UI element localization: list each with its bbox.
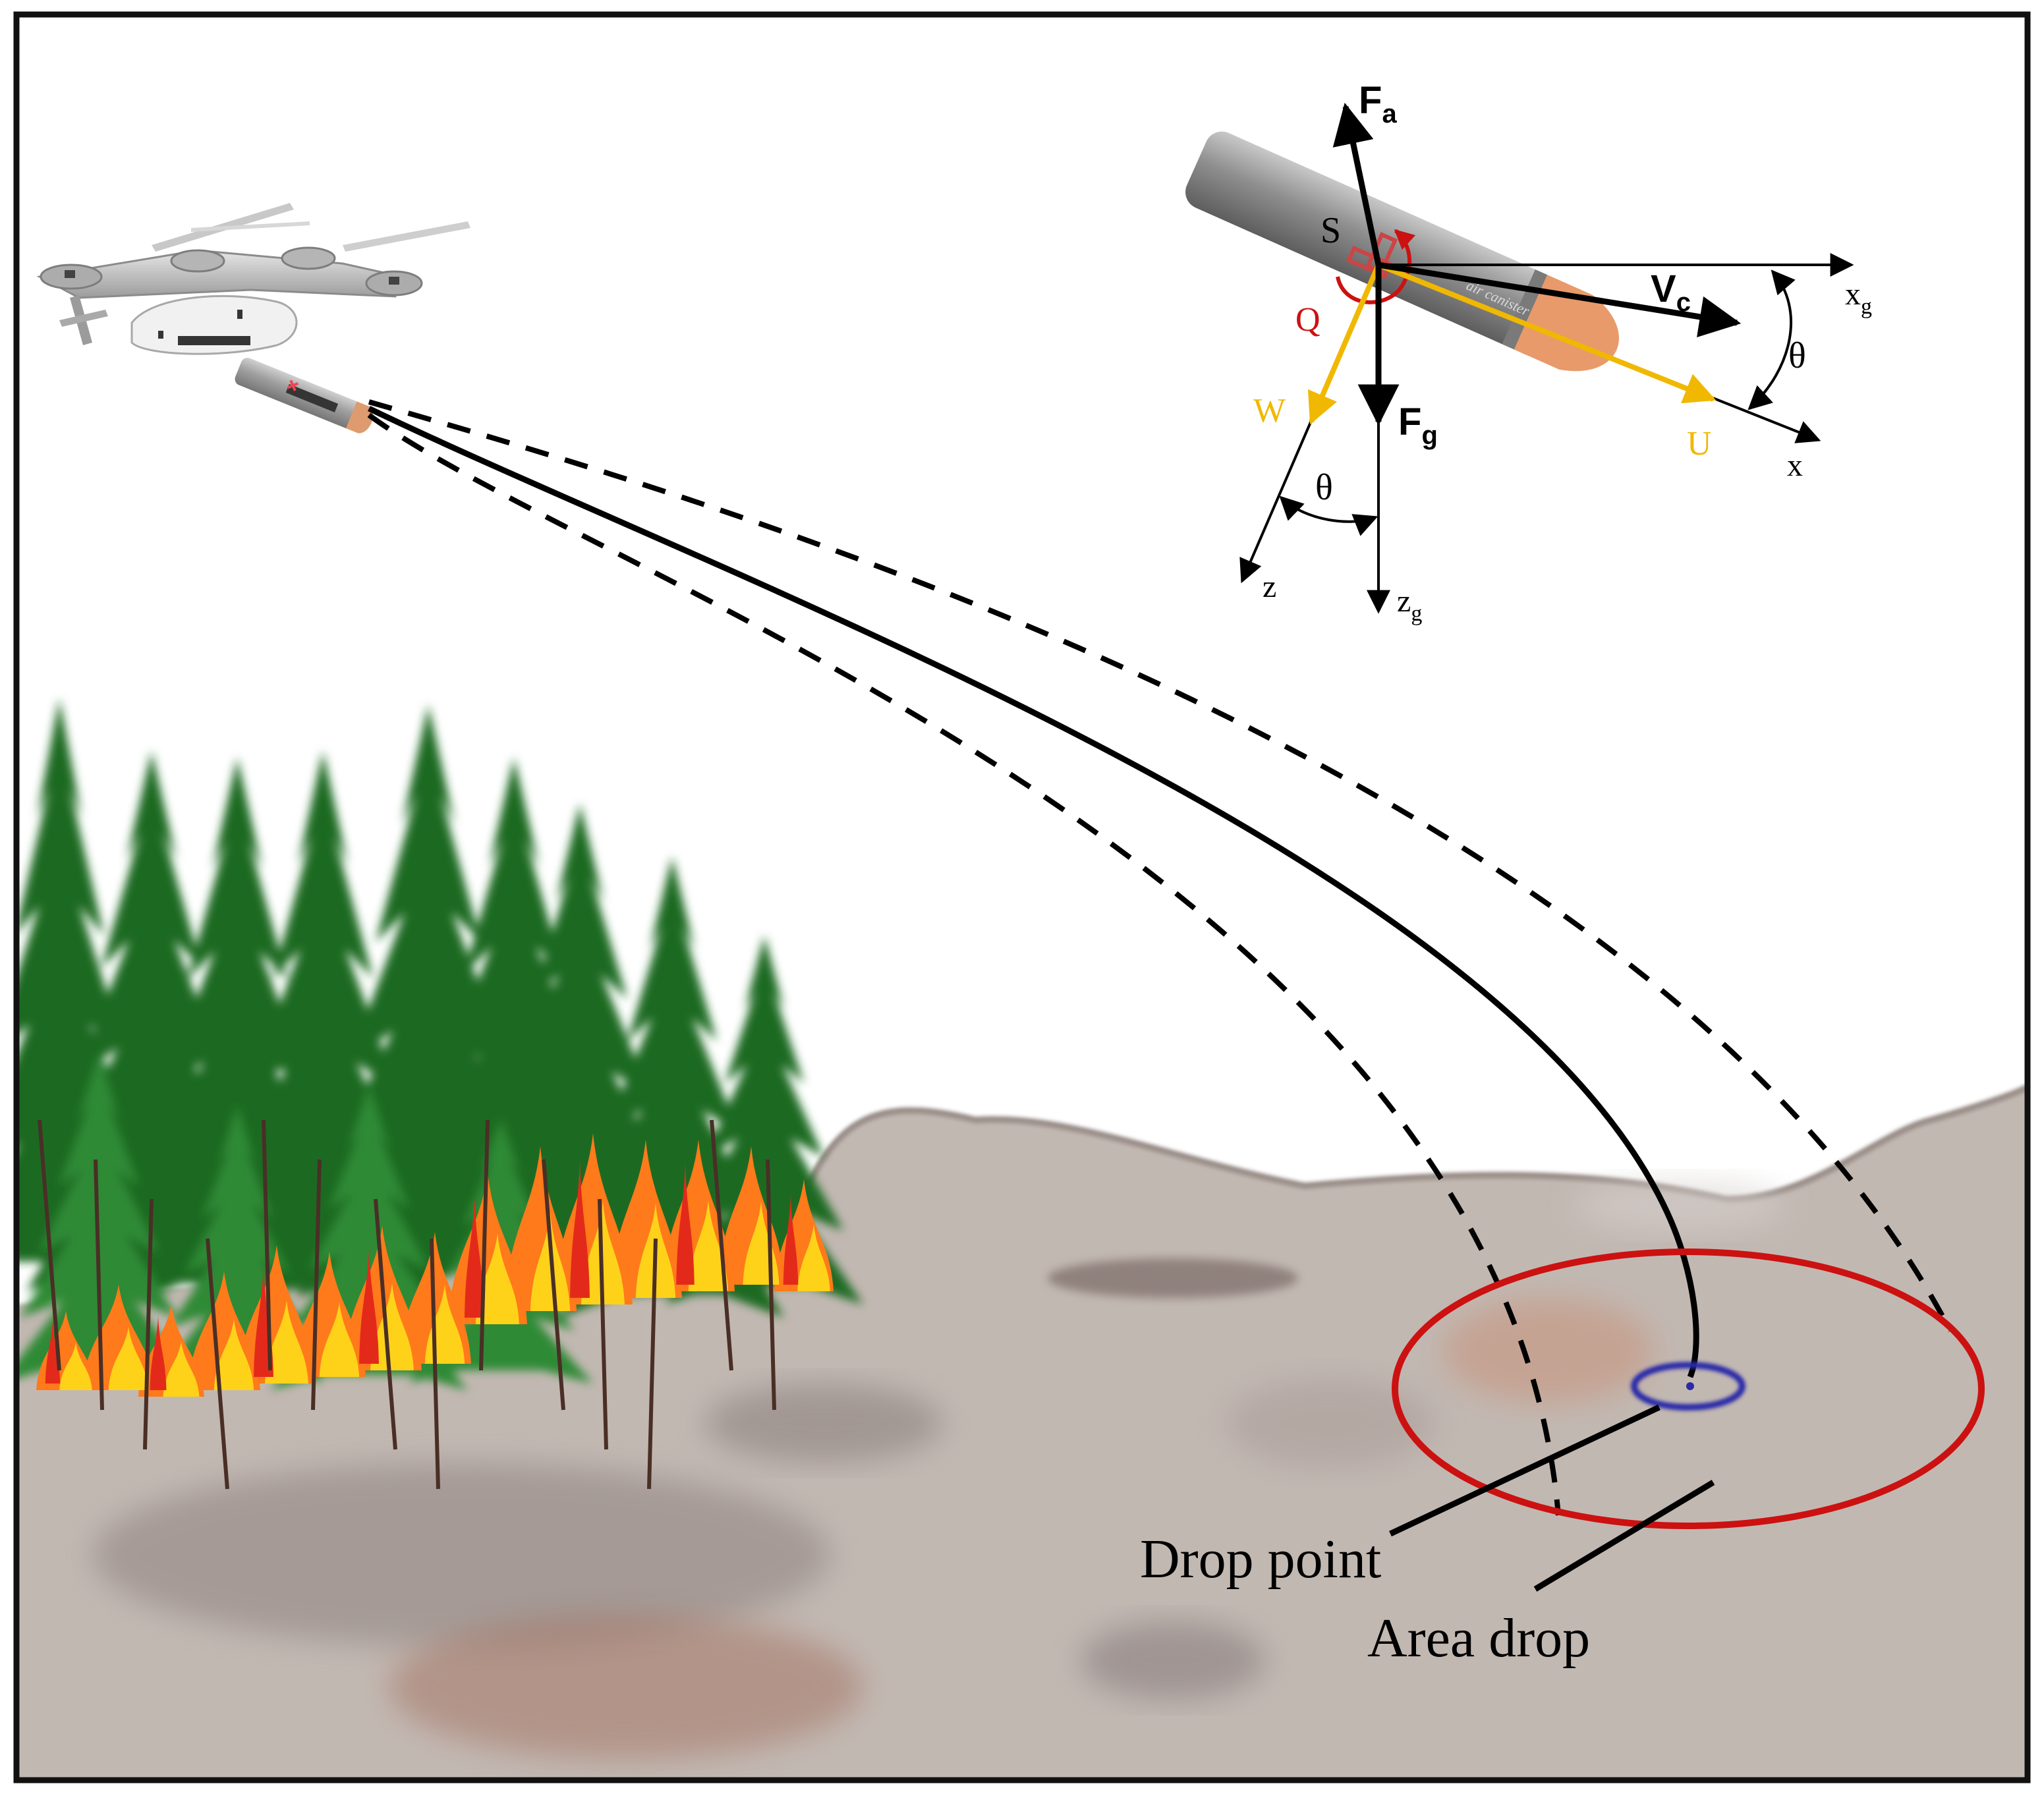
theta-label-bottom: θ: [1315, 467, 1333, 508]
theta-arc-right: [1747, 269, 1796, 410]
flame: [783, 1195, 799, 1285]
w-label: W: [1253, 392, 1286, 430]
flame: [163, 1341, 200, 1397]
aerodynamic-force-vector: [1332, 102, 1382, 266]
drone: [36, 203, 470, 434]
trajectories: [367, 399, 1953, 1516]
flame: [45, 1320, 61, 1384]
z-label: z: [1263, 569, 1276, 604]
x-label: x: [1787, 448, 1803, 483]
flame: [688, 1200, 729, 1291]
pitch-rate-arrow: [1336, 229, 1416, 304]
burnt-branch: [374, 1198, 397, 1450]
area-drop-circle: [1392, 1248, 1985, 1529]
canister: air canister: [1185, 131, 1619, 372]
drop-point-ring: [1631, 1362, 1746, 1411]
pine-tree: [16, 1054, 198, 1384]
s-label: S: [1320, 210, 1341, 251]
canister-free-body-diagram: air canister Fa Fg Vc xg: [1185, 79, 1872, 626]
q-label: Q: [1295, 301, 1320, 339]
area-drop-label: Area drop: [1367, 1608, 1590, 1669]
drop-point-leader: [1389, 1404, 1661, 1537]
burnt-branch: [38, 1119, 61, 1371]
vc-label: Vc: [1651, 267, 1691, 317]
wildfire-flames: [36, 1119, 834, 1490]
xg-label: xg: [1845, 277, 1872, 319]
burnt-branch: [710, 1119, 733, 1371]
burnt-branch: [479, 1119, 490, 1371]
burnt-branch: [598, 1198, 608, 1450]
flame: [150, 1316, 167, 1390]
velocity-w-vector: [1307, 264, 1381, 425]
burnt-branch: [143, 1198, 154, 1450]
burnt-branch: [206, 1238, 229, 1490]
flame: [265, 1301, 308, 1384]
u-label: U: [1687, 425, 1712, 463]
flame: [476, 1233, 519, 1324]
burnt-branch: [647, 1238, 658, 1490]
velocity-u-vector: [1377, 262, 1717, 404]
flame: [465, 1196, 484, 1318]
burnt-branch: [542, 1159, 565, 1411]
frame-border: [13, 11, 2031, 1783]
burnt-branch: [311, 1159, 322, 1411]
burnt-branch: [262, 1119, 272, 1371]
flame: [108, 1327, 149, 1390]
burnt-branch: [430, 1238, 440, 1490]
area-drop-leader: [1533, 1480, 1715, 1592]
zg-label: zg: [1397, 584, 1422, 626]
trajectory-bound-lower: [367, 412, 1561, 1516]
burnt-branch: [766, 1159, 776, 1411]
flame: [319, 1302, 360, 1377]
fg-label: Fg: [1398, 401, 1438, 450]
nominal-trajectory: [368, 405, 1699, 1378]
trajectory-bound-upper: [368, 399, 1953, 1332]
flame: [570, 1161, 590, 1298]
fa-label: Fa: [1359, 79, 1397, 128]
flame: [213, 1319, 254, 1390]
flame: [359, 1248, 379, 1364]
drop-point: [1686, 1382, 1694, 1390]
canister-velocity-vector: [1378, 262, 1742, 338]
flame: [676, 1163, 695, 1285]
theta-arc-bottom: [1279, 495, 1378, 536]
flame: [59, 1343, 92, 1390]
drop-point-label: Drop point: [1140, 1528, 1381, 1590]
flame: [797, 1224, 830, 1291]
theta-label-right: θ: [1788, 335, 1806, 376]
burnt-branch: [94, 1159, 104, 1411]
flame: [370, 1283, 414, 1370]
